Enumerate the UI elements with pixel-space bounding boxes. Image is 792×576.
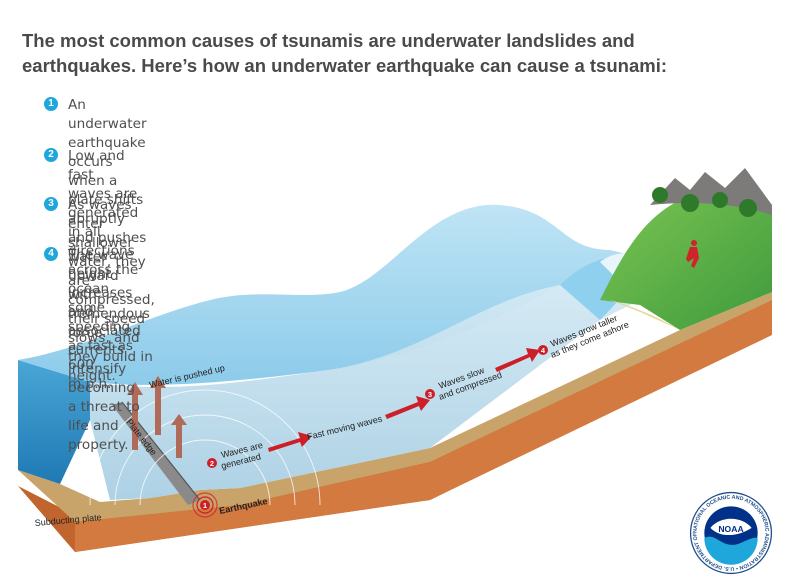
step-3-line-2: their speed slows, and they build in hei… [68, 311, 153, 384]
wave-direction-arrows [268, 348, 540, 452]
svg-text:2: 2 [210, 459, 214, 468]
svg-text:3: 3 [428, 390, 432, 399]
step-4-line-3: life and property. [68, 418, 129, 453]
step-number-2: 2 [44, 148, 58, 162]
step-number-4: 4 [44, 247, 58, 261]
noaa-logo: NATIONAL OCEANIC AND ATMOSPHERIC ADMINIS… [688, 490, 773, 575]
step-4-line-1: The wave height increases and associated [68, 247, 141, 339]
badge-1-label: 1 [203, 501, 207, 510]
earthquake-epicenter: 1 [192, 492, 218, 518]
ocean-surface [18, 204, 660, 385]
step-badge-2: 2 [207, 458, 217, 468]
step-badge-3: 3 [425, 389, 435, 399]
island-land [600, 193, 772, 330]
step-number-3: 3 [44, 197, 58, 211]
step-1-line-2: water upward with tremendous force. [68, 249, 150, 341]
running-person-icon [686, 240, 699, 268]
step-2-line-1: Low and fast waves are generated in all … [68, 148, 139, 297]
page-title: The most common causes of tsunamis are u… [22, 30, 667, 76]
step-2-line-2: some speeding as fast as 600 m.p.h. [68, 300, 133, 392]
water-front-face [18, 360, 90, 484]
step-1-line-1: An underwater earthquake occurs when a p… [68, 97, 147, 246]
crust-upper [75, 300, 772, 552]
step-badge-4: 4 [538, 345, 548, 355]
step-number-1: 1 [44, 97, 58, 111]
noaa-wordmark: NOAA [718, 524, 743, 534]
shockwave-rings [89, 389, 321, 506]
svg-text:4: 4 [541, 346, 546, 355]
water-cross-section [90, 262, 660, 500]
step-3-line-1: As waves enter shallower water, they are… [68, 197, 155, 308]
step-4-line-2: currents intensify becoming a threat to [68, 342, 140, 415]
water-up-arrows [127, 376, 187, 458]
palm-trees [652, 187, 757, 217]
